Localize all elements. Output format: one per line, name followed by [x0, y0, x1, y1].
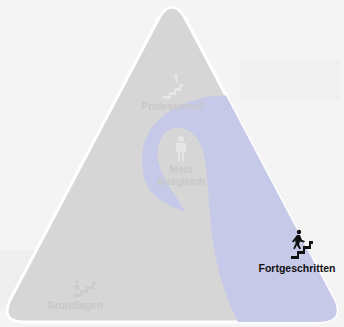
stairs-icon [163, 74, 183, 99]
background-blur [240, 60, 340, 100]
level-label: Grundlagen [35, 300, 115, 312]
level-box: Grundlagen [35, 300, 115, 312]
person-icon [176, 136, 186, 161]
stairs-walk-icon [291, 230, 313, 259]
level-label: Professionell [128, 101, 218, 113]
stairs-icon [73, 280, 96, 297]
level-box: Mein Ausgleich [151, 164, 211, 188]
level-label: Fortgeschritten [252, 262, 342, 274]
level-box: Professionell [128, 101, 218, 113]
level-label: Mein Ausgleich [151, 164, 211, 188]
level-box: Fortgeschritten [252, 262, 342, 274]
wave-region [142, 96, 344, 327]
